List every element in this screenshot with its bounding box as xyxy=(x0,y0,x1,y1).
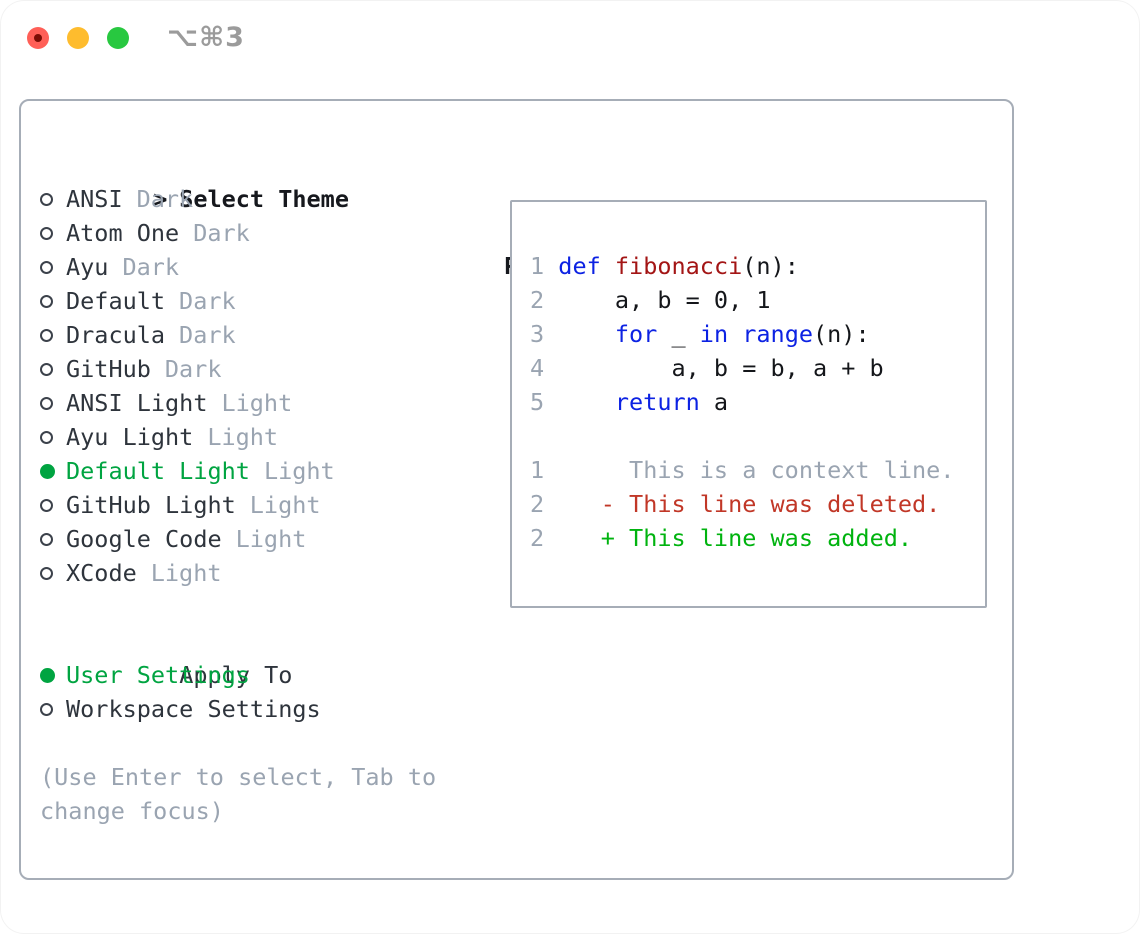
close-button[interactable] xyxy=(27,27,49,49)
apply-option-user-settings[interactable]: User Settings xyxy=(40,658,490,692)
radio-icon xyxy=(40,431,53,444)
maximize-button[interactable] xyxy=(107,27,129,49)
radio-icon xyxy=(40,363,53,376)
preview-line: 5 return a xyxy=(530,388,729,416)
theme-variant: Light xyxy=(249,491,321,519)
theme-option-ayu[interactable]: Ayu Dark xyxy=(40,250,490,284)
theme-option-xcode[interactable]: XCode Light xyxy=(40,556,490,590)
close-dot-icon xyxy=(34,34,42,42)
theme-name: GitHub Light xyxy=(66,491,236,519)
select-theme-header: > Select Theme xyxy=(40,148,490,213)
theme-name: Atom One xyxy=(66,219,180,247)
theme-variant: Dark xyxy=(193,219,250,247)
theme-option-ansi[interactable]: ANSI Dark xyxy=(40,182,490,216)
radio-icon xyxy=(40,397,53,410)
theme-variant: Light xyxy=(207,423,279,451)
preview-line xyxy=(530,419,985,453)
theme-option-ayu-light[interactable]: Ayu Light Light xyxy=(40,420,490,454)
radio-icon xyxy=(40,567,53,580)
theme-option-dracula[interactable]: Dracula Dark xyxy=(40,318,490,352)
theme-variant: Dark xyxy=(179,287,236,315)
apply-option-workspace-settings[interactable]: Workspace Settings xyxy=(40,692,490,726)
radio-icon xyxy=(40,261,53,274)
radio-selected-icon xyxy=(40,464,55,479)
theme-option-ansi-light[interactable]: ANSI Light Light xyxy=(40,386,490,420)
theme-name: Default Light xyxy=(66,457,250,485)
theme-name: GitHub xyxy=(66,355,151,383)
theme-name: XCode xyxy=(66,559,137,587)
radio-selected-icon xyxy=(40,668,55,683)
radio-icon xyxy=(40,227,53,240)
hint-text: (Use Enter to select, Tab to change focu… xyxy=(40,763,437,825)
title-bar: ⌥⌘3 xyxy=(0,0,1140,76)
theme-name: Dracula xyxy=(66,321,166,349)
preview-line: 2 + This line was added. xyxy=(530,524,913,552)
theme-option-atom-one[interactable]: Atom One Dark xyxy=(40,216,490,250)
radio-icon xyxy=(40,193,53,206)
preview-line: 3 for _ in range(n): xyxy=(530,320,870,348)
theme-name: Google Code xyxy=(66,525,222,553)
theme-name: Ayu xyxy=(66,253,109,281)
theme-variant: Light xyxy=(150,559,222,587)
theme-variant: Dark xyxy=(164,355,222,383)
apply-option-label: Workspace Settings xyxy=(66,695,321,723)
preview-line: 1 def fibonacci(n): xyxy=(530,252,799,280)
preview-line: 1 This is a context line. xyxy=(530,456,955,484)
preview-line: 2 a, b = 0, 1 xyxy=(530,286,771,314)
preview-box: 1 def fibonacci(n): 2 a, b = 0, 1 3 for _ … xyxy=(510,200,987,608)
apply-to-title: Apply To xyxy=(179,661,293,689)
theme-name: Ayu Light xyxy=(66,423,194,451)
prompt-caret-icon: > xyxy=(153,185,168,213)
theme-option-github-light[interactable]: GitHub Light Light xyxy=(40,488,490,522)
theme-option-default[interactable]: Default Dark xyxy=(40,284,490,318)
preview-line: 4 a, b = b, a + b xyxy=(530,354,884,382)
theme-name: ANSI xyxy=(66,185,123,213)
theme-variant: Dark xyxy=(179,321,236,349)
theme-variant: Light xyxy=(221,389,293,417)
preview-line: 2 - This line was deleted. xyxy=(530,490,941,518)
theme-variant: Light xyxy=(263,457,335,485)
theme-variant: Light xyxy=(235,525,307,553)
minimize-button[interactable] xyxy=(67,27,89,49)
radio-icon xyxy=(40,533,53,546)
theme-option-google-code[interactable]: Google Code Light xyxy=(40,522,490,556)
radio-icon xyxy=(40,499,53,512)
radio-icon xyxy=(40,329,53,342)
theme-name: ANSI Light xyxy=(66,389,208,417)
theme-variant: Dark xyxy=(136,185,194,213)
theme-option-default-light[interactable]: Default Light Light xyxy=(40,454,490,488)
apply-option-label: User Settings xyxy=(66,661,250,689)
radio-icon xyxy=(40,703,53,716)
apply-to-header: Apply To xyxy=(40,624,490,689)
spacer xyxy=(40,590,490,624)
select-theme-title: Select Theme xyxy=(179,185,349,213)
theme-variant: Dark xyxy=(122,253,180,281)
theme-option-github[interactable]: GitHub Dark xyxy=(40,352,490,386)
window-title: ⌥⌘3 xyxy=(167,22,245,53)
theme-name: Default xyxy=(66,287,166,315)
radio-icon xyxy=(40,295,53,308)
